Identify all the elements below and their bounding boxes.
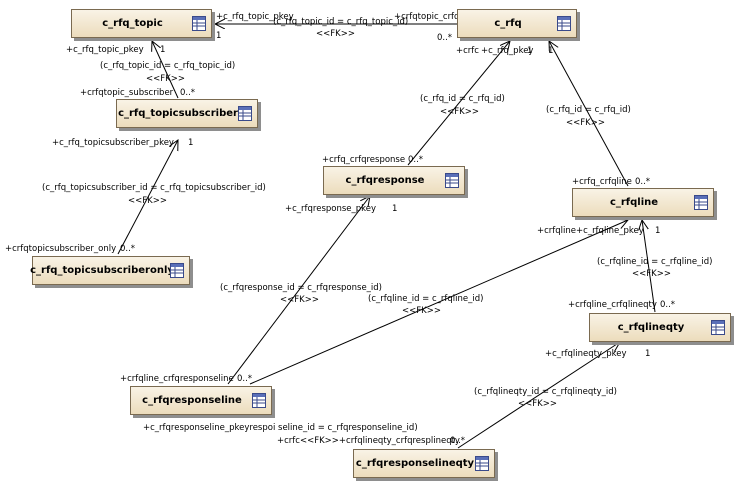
rel-topic-subscriber-one: 1	[160, 45, 165, 55]
rel-responseline-many: 0..*	[237, 374, 252, 384]
rel-response-src-role: +c_rfqresponse_pkey	[285, 204, 376, 214]
entity-c-rfqresponselineqty[interactable]: c_rfqresponselineqty	[353, 449, 495, 478]
rel-subscriber-only-fk: <<FK>>	[128, 196, 167, 206]
rel-rfq-rfqline-many: 0..*	[635, 177, 650, 187]
table-icon	[252, 393, 266, 408]
rel-rfq-response-dst-role: +crfq_crfqresponse	[322, 155, 405, 165]
entity-name: c_rfq	[494, 18, 522, 29]
rel-subscriber-only-line[interactable]	[117, 140, 178, 255]
table-icon	[445, 173, 459, 188]
rel-rfq-rfqline-condition: (c_rfq_id = c_rfq_id)	[546, 105, 631, 115]
table-icon	[711, 320, 725, 335]
table-icon	[694, 195, 708, 210]
rel-rfqline-lineqty-many: 0..*	[660, 300, 675, 310]
rel-topic-subscriber-line[interactable]	[152, 41, 179, 99]
rel-topic-subscriber-fk: <<FK>>	[146, 74, 185, 84]
rel-rfq-src-role: +c_rfq_pkey	[481, 46, 533, 56]
rel-subscriber-only-many: 0..*	[120, 244, 135, 254]
rel-response-one: 1	[392, 204, 397, 214]
rel-lineqty-responselineqty-line[interactable]	[457, 342, 620, 449]
entity-c-rfqline[interactable]: c_rfqline	[572, 188, 714, 217]
rel-lineqty-responselineqty-condition: (c_rfqlineqty_id = c_rfqlineqty_id)	[474, 387, 617, 397]
rel-topic-subscriber-dst-role: +crfqtopic_subscriber	[80, 88, 174, 98]
rel-rfqline-lineqty-one: 1	[655, 226, 660, 236]
rel-lineqty-src-role: +c_rfqlineqty_pkey	[545, 349, 627, 359]
entity-c-rfq[interactable]: c_rfq	[457, 9, 577, 38]
rel-rfq-response-many: 0..*	[408, 155, 423, 165]
rel-rfq-rfqline-dst-role: +crfq_crfqline	[572, 177, 632, 187]
entity-name: c_rfqresponselineqty	[355, 458, 475, 469]
rel-response-responseline-line[interactable]	[227, 196, 370, 385]
rel-topic-subscriber-condition: (c_rfq_topic_id = c_rfq_topic_id)	[100, 61, 235, 71]
rel-rfqline-lineqty-dst-role: +crfqline_crfqlineqty	[568, 300, 657, 310]
entity-c-rfq-topicsubscriberonly[interactable]: c_rfq_topicsubscriberonly	[30, 256, 190, 285]
entity-name: c_rfq_topicsubscriberonly	[30, 265, 174, 276]
entity-name: c_rfqresponse	[345, 175, 425, 186]
rel-rfqline-responseline-line[interactable]	[249, 220, 628, 385]
rel-response-responseline-fk: <<FK>>	[280, 295, 319, 305]
rel-rfqline-responseline-condition: (c_rfqline_id = c_rfqline_id)	[368, 294, 483, 304]
rel-response-responseline-condition: (c_rfqresponse_id = c_rfqresponse_id)	[220, 283, 382, 293]
rel-subscriber-only-dst-role: +crfqtopicsubscriber_only	[5, 244, 116, 254]
rel-responseline-dst-role: +crfqline_crfqresponseline	[120, 374, 234, 384]
rel-subscriber-only-one: 1	[188, 138, 193, 148]
rel-topic-rfq-condition: (c_rfq_topic_id = c_rfq_topic_id)	[273, 17, 408, 27]
table-icon	[192, 16, 206, 31]
entity-name: c_rfq_topicsubscriber	[118, 108, 238, 119]
rel-rfq-response-condition: (c_rfq_id = c_rfq_id)	[420, 94, 505, 104]
table-icon	[475, 456, 489, 471]
rel-topic-rfq-dst-role: +crfqtopic_crfq	[394, 12, 459, 22]
entity-name: c_rfqresponseline	[142, 395, 242, 406]
entity-name: c_rfq_topic	[102, 18, 163, 29]
rel-topic-rfq-src-role: +c_rfq_topic_pkey	[216, 12, 294, 22]
entity-c-rfq-topic[interactable]: c_rfq_topic	[71, 9, 212, 38]
rel-rfqline-lineqty-line[interactable]	[642, 220, 656, 313]
entity-c-rfqresponseline[interactable]: c_rfqresponseline	[130, 386, 272, 415]
rel-responselineqty-dst-role: +crfc<<FK>>+crfqlineqty_crfqresplineqty	[277, 436, 460, 446]
rel-topic-rfq-one: 1	[216, 31, 221, 41]
table-icon	[557, 16, 571, 31]
entity-name: c_rfqlineqty	[617, 322, 685, 333]
table-icon	[238, 106, 252, 121]
rel-rfqline-responseline-fk: <<FK>>	[402, 306, 441, 316]
rel-rfq-pkey-prefix: +crfc	[456, 46, 479, 56]
rel-topic-rfq-fk: <<FK>>	[316, 29, 355, 39]
entity-c-rfqresponse[interactable]: c_rfqresponse	[323, 166, 465, 195]
rel-rfq-rfqline-one: 1	[548, 46, 553, 56]
rel-topic-subscriber-many: 0..*	[180, 88, 195, 98]
rel-rfqline-lineqty-condition: (c_rfqline_id = c_rfqline_id)	[597, 257, 712, 267]
rel-rfqline-lineqty-fk: <<FK>>	[632, 269, 671, 279]
rel-rfqline-src-role: +crfqline+c_rfqline_pkey	[537, 226, 644, 236]
rel-lineqty-responselineqty-fk: <<FK>>	[518, 399, 557, 409]
rel-rfq-rfqline-fk: <<FK>>	[566, 118, 605, 128]
entity-name: c_rfqline	[609, 197, 659, 208]
rel-responseline-pkey-overlap: +c_rfqresponseline_pkeyrespoi seline_id …	[143, 423, 418, 433]
rel-rfq-rfqline-line[interactable]	[549, 41, 629, 187]
entity-c-rfqlineqty[interactable]: c_rfqlineqty	[589, 313, 731, 342]
rel-rfq-response-line[interactable]	[407, 41, 510, 166]
rel-rfq-src-one: 1	[527, 46, 532, 56]
rel-rfq-response-fk: <<FK>>	[440, 107, 479, 117]
table-icon	[170, 263, 184, 278]
rel-subscriber-only-condition: (c_rfq_topicsubscriber_id = c_rfq_topics…	[42, 183, 266, 193]
rel-topic-subscriber-src-role: +c_rfq_topic_pkey	[66, 45, 144, 55]
entity-c-rfq-topicsubscriber[interactable]: c_rfq_topicsubscriber	[116, 99, 258, 128]
rel-subscriber-only-src-role: +c_rfq_topicsubscriber_pkey	[52, 138, 174, 148]
rel-responselineqty-many: 0..*	[450, 436, 465, 446]
rel-topic-rfq-many: 0..*	[437, 33, 452, 43]
rel-lineqty-one: 1	[645, 349, 650, 359]
